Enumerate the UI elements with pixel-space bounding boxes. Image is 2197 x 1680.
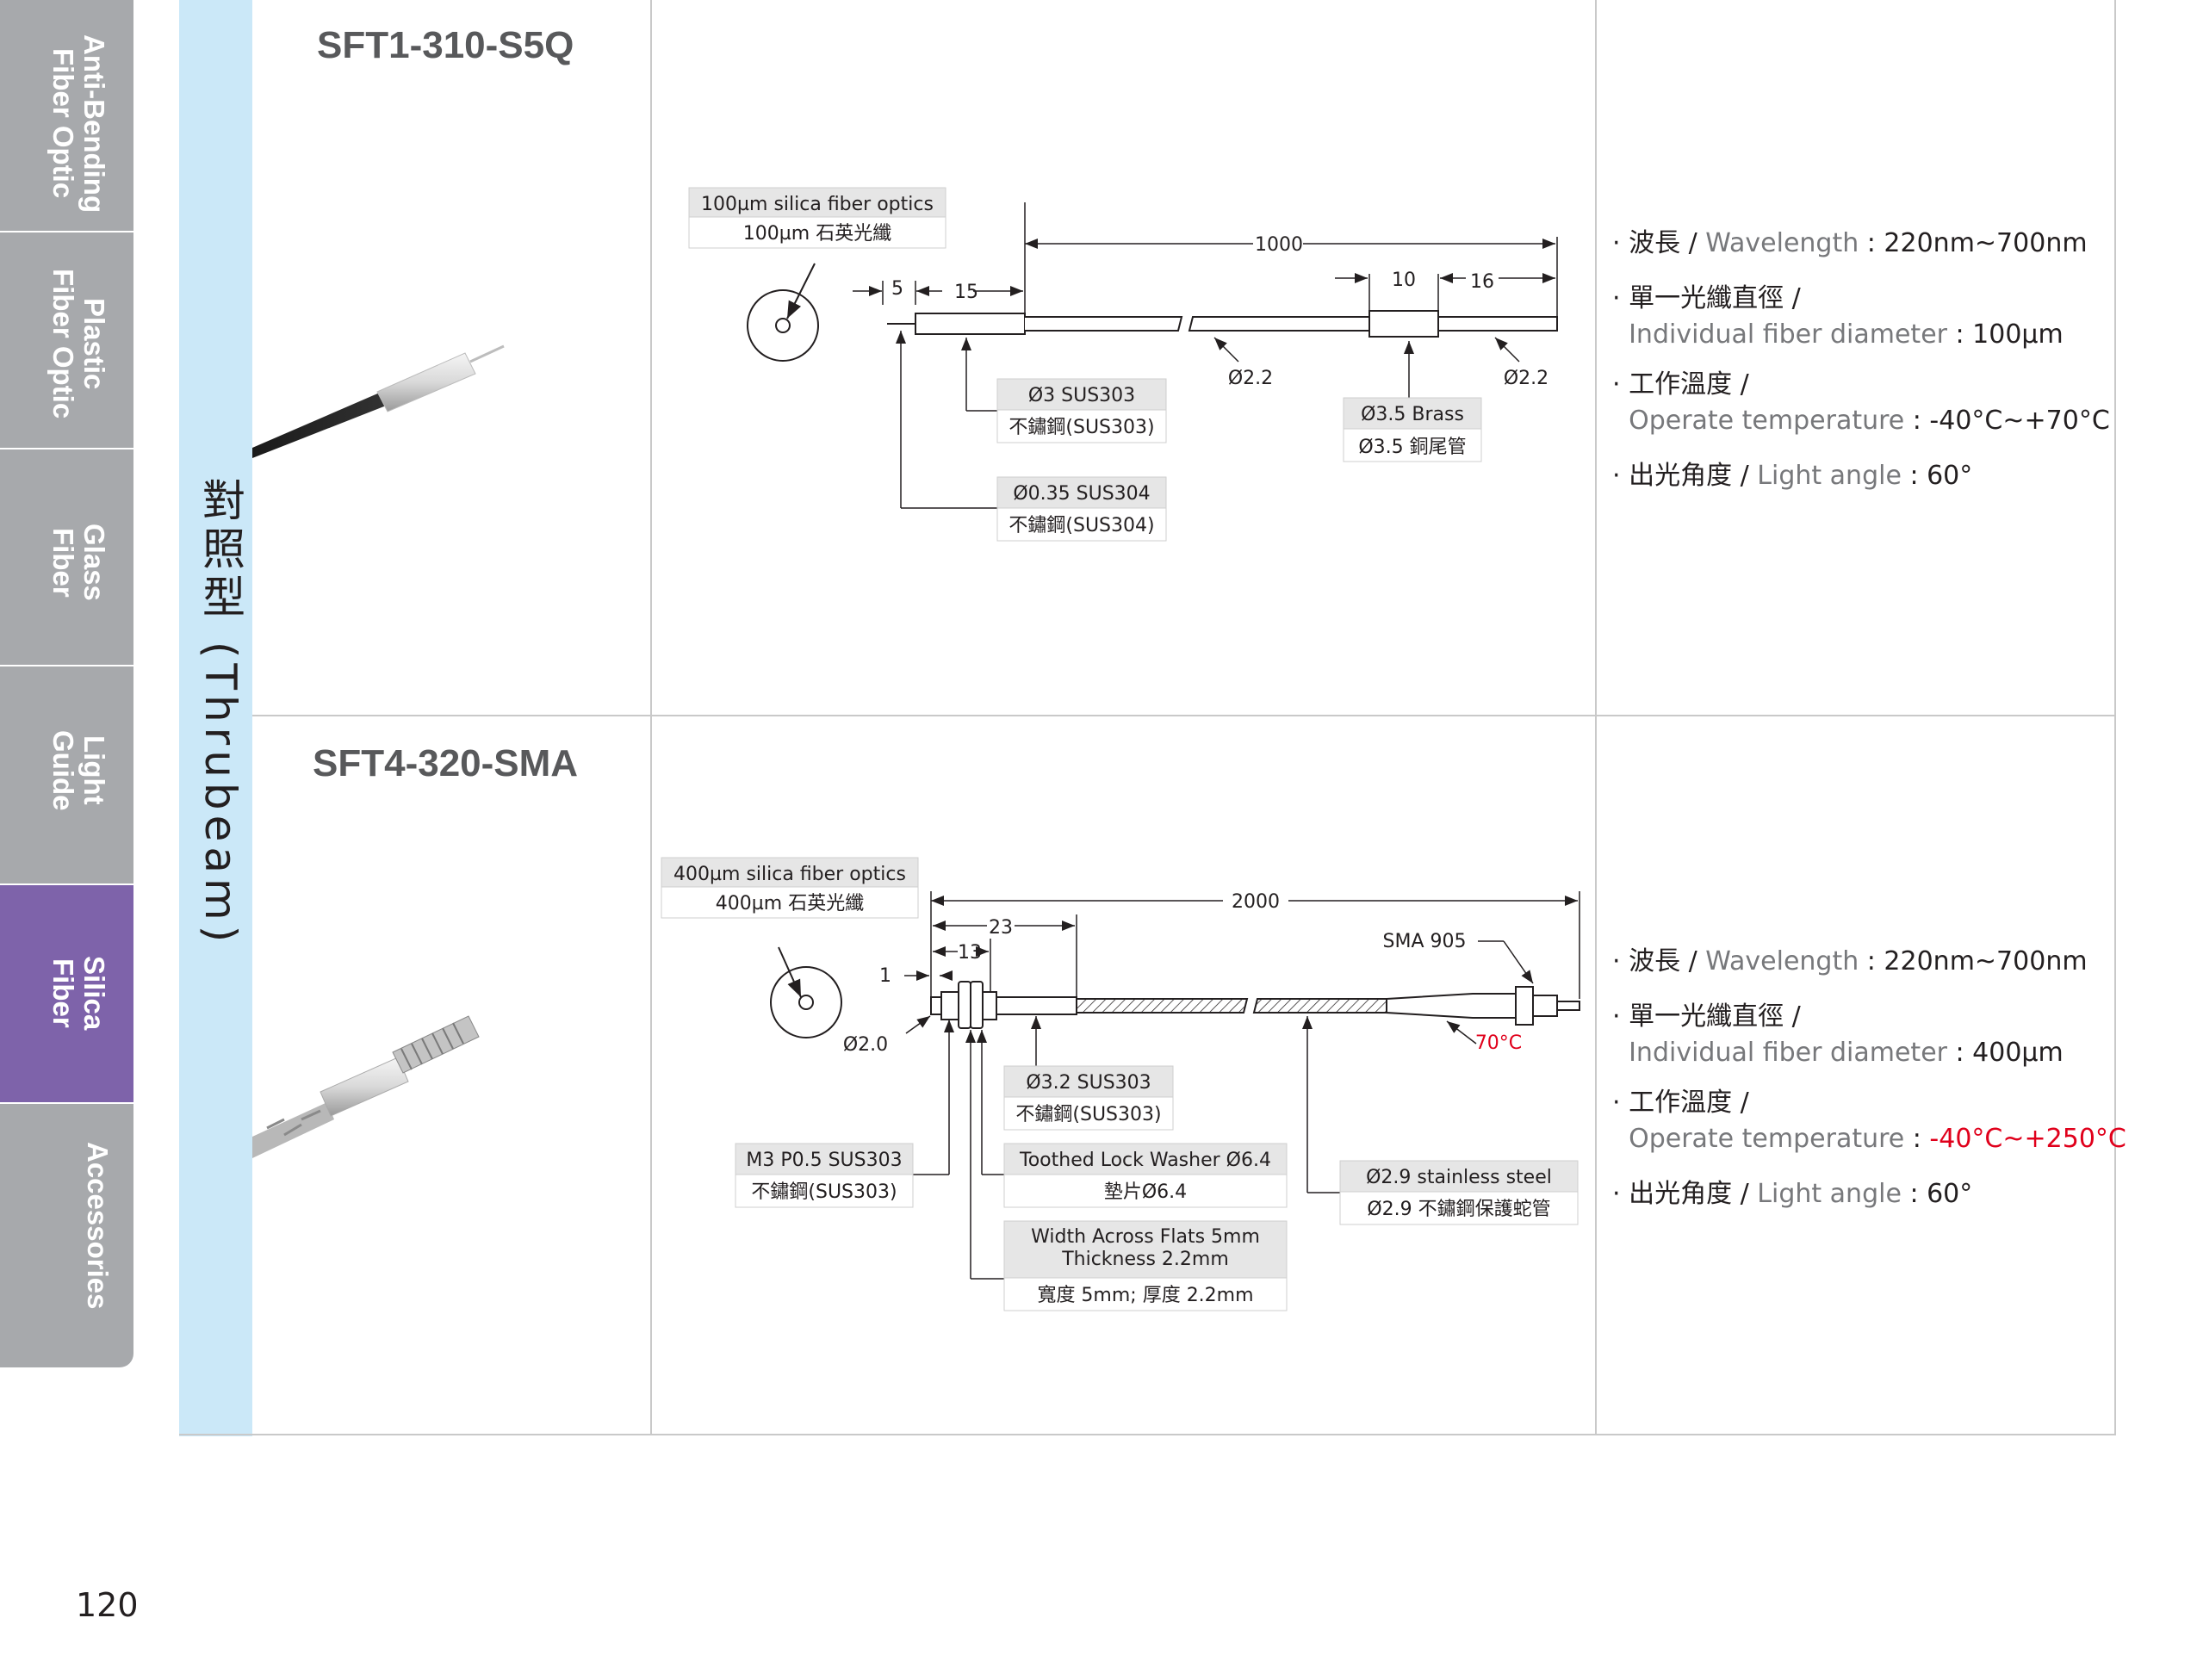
side-tab-label: Silica Fiber [47, 956, 110, 1031]
product-photo-sft1 [252, 344, 505, 458]
label-tube-zh: Ø2.9 不鏽鋼保護蛇管 [1367, 1199, 1550, 1220]
label-sleeve-zh: 不鏽鋼(SUS303) [1015, 1104, 1161, 1125]
spec-core: · 單一光纖直徑 / Individual fiber diameter : 1… [1612, 283, 2064, 350]
dim-total: 2000 [1232, 891, 1280, 913]
label-fiber-zh: 400µm 石英光纖 [716, 893, 864, 914]
drawing-sft4: 400µm silica fiber optics 400µm 石英光纖 200… [661, 857, 1580, 1311]
label-washer-en: Toothed Lock Washer Ø6.4 [1019, 1150, 1271, 1171]
label-sma-temp: 70°C [1475, 1032, 1522, 1054]
category-label: 對照型 (Thrubeam) [195, 478, 245, 948]
product-photo-sft4 [252, 1015, 480, 1158]
model-name: SFT4-320-SMA [313, 742, 579, 784]
label-sleeve-en: Ø3 SUS303 [1028, 385, 1135, 406]
label-needle-en: Ø0.35 SUS304 [1013, 483, 1150, 505]
dim-15: 15 [954, 282, 978, 303]
side-tab-glass[interactable]: Glass Fiber [0, 449, 133, 666]
spec-angle: · 出光角度 / Light angle : 60° [1612, 461, 1973, 491]
dim-13: 13 [958, 942, 982, 964]
label-tube-en: Ø2.9 stainless steel [1366, 1167, 1552, 1188]
table-divider [2114, 0, 2116, 1435]
spec-list: · 波長 / Wavelength : 220nm~700nm · 單一光纖直徑… [1612, 226, 2110, 494]
side-tab-label: Light Guide [47, 730, 110, 811]
side-tab-silica[interactable]: Silica Fiber [0, 885, 133, 1104]
table-divider [252, 715, 2116, 716]
label-fiber-en: 100µm silica fiber optics [701, 194, 934, 215]
label-thread-en: M3 P0.5 SUS303 [746, 1150, 902, 1171]
spec-list: · 波長 / Wavelength : 220nm~700nm · 單一光纖直徑… [1612, 944, 2126, 1212]
label-needle-zh: 不鏽鋼(SUS304) [1009, 515, 1154, 536]
label-sleeve-zh: 不鏽鋼(SUS303) [1009, 417, 1154, 438]
dim-total: 1000 [1255, 234, 1303, 256]
label-nut-en2: Thickness 2.2mm [1061, 1249, 1229, 1270]
dia-tip: Ø2.0 [843, 1034, 888, 1056]
label-thread-zh: 不鏽鋼(SUS303) [751, 1181, 897, 1203]
dim-23: 23 [989, 917, 1013, 939]
spec-temp: · 工作溫度 / Operate temperature : -40°C~+70… [1612, 369, 2110, 436]
label-brass-zh: Ø3.5 銅尾管 [1358, 437, 1466, 458]
category-bar [179, 0, 252, 1436]
spec-wavelength: · 波長 / Wavelength : 220nm~700nm [1612, 228, 2088, 258]
side-tab-accessories[interactable]: Accessories [0, 1104, 133, 1367]
spec-temp: · 工作溫度 / Operate temperature : -40°C~+25… [1612, 1088, 2126, 1154]
dim-5: 5 [891, 278, 903, 300]
spec-angle: · 出光角度 / Light angle : 60° [1612, 1179, 1973, 1209]
side-tab-label: Glass Fiber [47, 524, 110, 601]
dia-mid: Ø2.2 [1228, 368, 1273, 389]
spec-core: · 單一光纖直徑 / Individual fiber diameter : 4… [1612, 1001, 2064, 1068]
dim-10: 10 [1392, 270, 1416, 291]
table-divider [179, 1434, 2116, 1435]
label-washer-zh: 墊片Ø6.4 [1104, 1181, 1187, 1203]
side-tab-label: Anti-Bending Fiber Optic [47, 34, 110, 214]
dim-16: 16 [1470, 271, 1494, 293]
label-brass-en: Ø3.5 Brass [1361, 404, 1464, 425]
side-tab-light-guide[interactable]: Light Guide [0, 666, 133, 885]
label-fiber-en: 400µm silica fiber optics [673, 864, 906, 885]
label-fiber-zh: 100µm 石英光纖 [743, 223, 891, 245]
label-sleeve-en: Ø3.2 SUS303 [1026, 1072, 1151, 1094]
dim-1: 1 [879, 965, 891, 987]
side-tab-plastic[interactable]: Plastic Fiber Optic [0, 232, 133, 449]
label-nut-zh: 寬度 5mm; 厚度 2.2mm [1037, 1285, 1253, 1306]
side-tab-anti-bending[interactable]: Anti-Bending Fiber Optic [0, 0, 133, 232]
dia-end: Ø2.2 [1504, 368, 1548, 389]
table-divider [1595, 0, 1597, 1435]
drawing-sft1: 100µm silica fiber optics 100µm 石英光纖 100… [688, 187, 1558, 542]
spec-wavelength: · 波長 / Wavelength : 220nm~700nm [1612, 946, 2088, 976]
label-nut-en1: Width Across Flats 5mm [1031, 1226, 1260, 1248]
side-tab-label: Plastic Fiber Optic [47, 269, 110, 419]
model-name: SFT1-310-S5Q [317, 24, 574, 66]
page-number: 120 [76, 1586, 139, 1624]
label-sma: SMA 905 [1383, 931, 1467, 952]
table-divider [650, 0, 652, 1435]
side-tab-label: Accessories [82, 1142, 114, 1310]
